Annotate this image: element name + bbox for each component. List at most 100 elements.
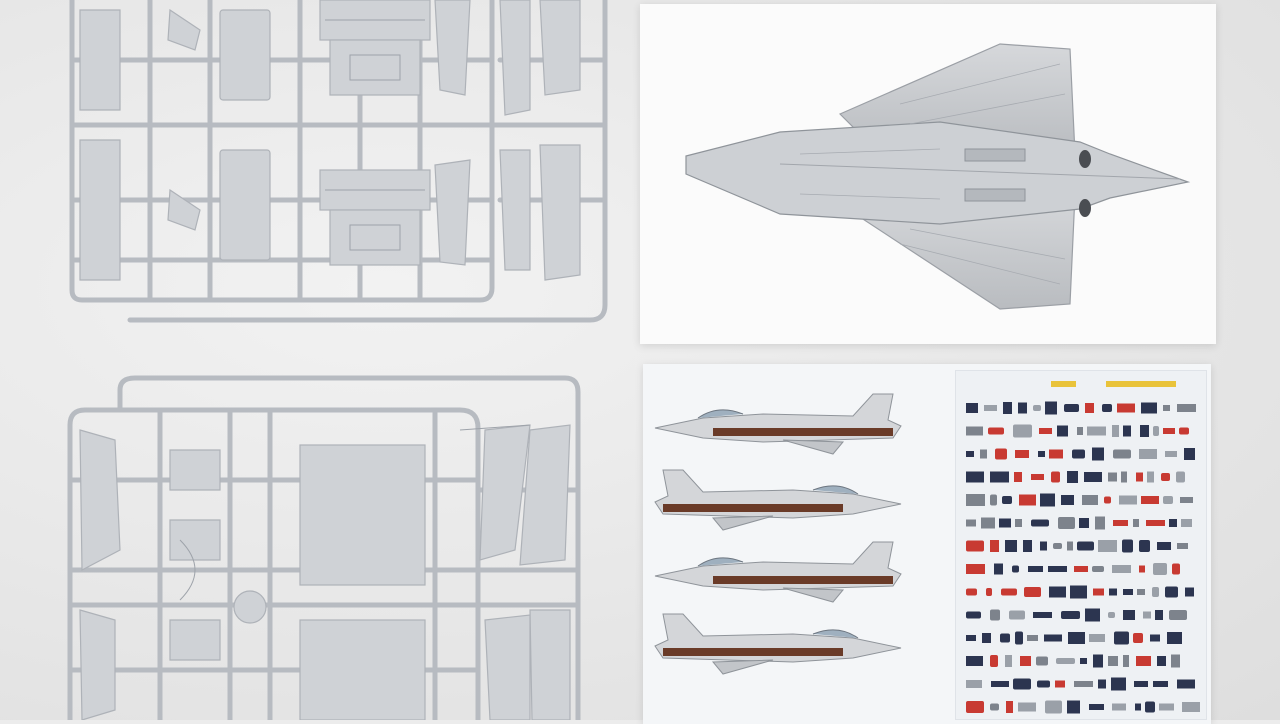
decal-mark	[990, 494, 997, 506]
decal-mark	[1015, 450, 1029, 458]
sprue-bottom-drawing	[67, 375, 581, 720]
decal-mark	[1074, 681, 1093, 687]
decal-mark	[1077, 541, 1094, 551]
decal-mark	[966, 611, 981, 619]
decal-mark	[1064, 404, 1079, 412]
decal-mark	[990, 609, 1000, 621]
decal-mark	[1109, 588, 1117, 596]
decal-mark	[1182, 702, 1200, 712]
decal-mark	[1040, 493, 1055, 507]
decal-mark	[1134, 681, 1148, 687]
decal-mark	[1147, 471, 1154, 483]
decal-mark	[1140, 425, 1149, 437]
decal-mark	[1045, 700, 1062, 714]
decal-mark	[1006, 701, 1013, 713]
decal-mark	[1143, 611, 1151, 619]
decal-mark	[1157, 656, 1166, 666]
decal-mark	[1000, 633, 1010, 643]
decal-mark	[1002, 496, 1012, 504]
decal-mark	[1084, 472, 1102, 482]
decal-mark	[980, 449, 987, 459]
decal-mark	[990, 703, 999, 711]
decal-marks-drawing	[966, 381, 1200, 714]
decal-mark	[986, 588, 992, 596]
decal-mark	[1049, 449, 1063, 459]
decal-mark	[1133, 519, 1139, 527]
decal-mark	[1055, 680, 1065, 688]
decal-mark	[1163, 428, 1175, 434]
decal-mark	[1039, 428, 1052, 434]
decal-mark	[1061, 611, 1080, 619]
aircraft-profile	[654, 393, 902, 455]
decal-mark	[1114, 631, 1129, 645]
decal-mark	[1141, 496, 1159, 504]
decal-mark	[1181, 519, 1192, 527]
decal-mark	[1177, 543, 1188, 549]
decal-mark	[1169, 519, 1177, 527]
decal-mark	[1112, 425, 1119, 437]
decal-mark	[994, 563, 1003, 575]
decal-mark	[1085, 403, 1094, 413]
decal-mark	[1019, 494, 1036, 506]
decal-mark	[990, 471, 1009, 483]
decal-mark	[1080, 658, 1087, 664]
sprue-frame-top	[60, 0, 620, 330]
decal-mark	[1079, 518, 1089, 528]
decal-mark	[1027, 635, 1038, 641]
decal-mark	[1033, 612, 1052, 618]
decal-mark	[966, 680, 982, 688]
decal-mark	[1067, 541, 1073, 551]
decal-mark	[966, 451, 974, 457]
decal-mark	[1139, 565, 1145, 573]
decal-mark	[1089, 704, 1104, 710]
decal-mark	[1045, 401, 1057, 415]
decal-mark	[1108, 656, 1118, 666]
decal-mark	[966, 540, 984, 552]
decal-mark	[1177, 679, 1195, 689]
decal-mark	[1023, 540, 1032, 552]
decal-mark	[1153, 681, 1168, 687]
decal-mark	[1051, 471, 1060, 483]
decal-mark	[1180, 497, 1193, 503]
decal-mark	[1098, 679, 1106, 689]
decal-mark	[999, 518, 1011, 528]
decal-mark	[1139, 540, 1150, 552]
decal-mark	[1072, 449, 1085, 459]
decal-sheet	[955, 370, 1207, 720]
decal-mark	[1117, 403, 1135, 413]
decal-mark	[1009, 610, 1025, 620]
decal-mark	[1108, 472, 1117, 482]
decal-mark	[1176, 471, 1185, 483]
decal-mark	[1122, 539, 1133, 553]
decal-mark	[1048, 566, 1067, 572]
decal-mark	[1089, 634, 1105, 642]
decal-mark	[1093, 588, 1104, 596]
decal-mark	[966, 494, 985, 506]
decal-mark	[966, 588, 977, 596]
instruction-sheet-planform	[640, 4, 1216, 344]
aircraft-planform-drawing	[685, 43, 1191, 310]
decal-mark	[1177, 404, 1196, 412]
decal-mark	[1031, 519, 1049, 527]
decal-mark	[1184, 448, 1195, 460]
decal-mark	[984, 405, 997, 411]
decal-mark	[1070, 585, 1087, 599]
decal-mark	[966, 426, 983, 436]
decal-mark	[995, 448, 1007, 460]
decal-mark	[1102, 404, 1112, 412]
decal-mark	[1119, 495, 1137, 505]
decal-mark	[1155, 610, 1163, 620]
decal-mark	[1136, 472, 1143, 482]
decal-mark	[1163, 405, 1170, 411]
decal-mark	[981, 517, 995, 529]
decal-mark	[988, 427, 1004, 435]
decal-mark	[1040, 541, 1047, 551]
decal-mark	[1033, 405, 1041, 411]
decal-mark	[1077, 427, 1083, 435]
painting-guide-and-decals	[643, 364, 1211, 724]
decal-mark	[1165, 586, 1178, 598]
decal-mark	[1121, 471, 1127, 483]
decal-mark	[1141, 402, 1157, 414]
decal-mark	[1098, 540, 1117, 552]
decal-mark	[1157, 542, 1171, 550]
